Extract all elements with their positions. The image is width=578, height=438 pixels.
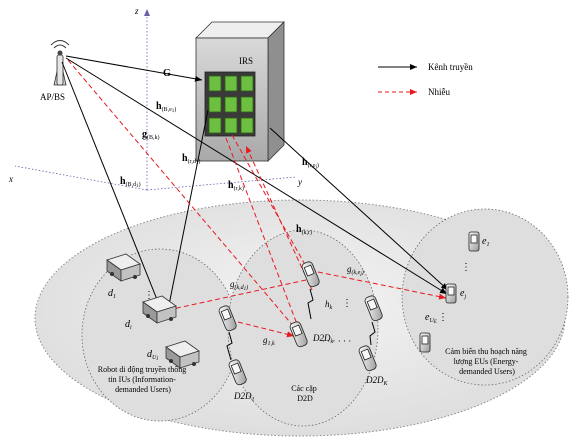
iu-group-ellipse xyxy=(81,248,239,422)
label-hk: hk xyxy=(325,299,333,311)
phone-d2dk-rx-icon xyxy=(289,321,308,348)
z-axis-arrowhead xyxy=(144,9,150,16)
label-d2dK: D2DK xyxy=(365,375,389,387)
label-eue: eUE xyxy=(425,312,437,325)
d2d-group-ellipse xyxy=(227,229,379,427)
label-h-r-k: h(r,k) xyxy=(228,180,244,192)
ap-antenna-icon xyxy=(50,40,70,86)
label-d2dk: D2Dk xyxy=(312,333,334,345)
iu-robot-di xyxy=(142,295,177,324)
phone-d2dK-tx-icon xyxy=(364,295,383,322)
label-g-B-k: g(B,k) xyxy=(142,129,160,141)
irs-panel xyxy=(195,21,285,162)
irs-label: IRS xyxy=(239,56,253,66)
label-g-k-ej: g(k,ej) xyxy=(347,264,364,277)
sensor-ej-icon xyxy=(445,283,457,304)
axis-y-label: y xyxy=(297,177,302,187)
d2d-dots-v: ⋮ xyxy=(342,298,352,309)
d2d-phones xyxy=(218,261,383,386)
label-d1: d1 xyxy=(108,288,116,300)
phone-d2dk-tx-icon xyxy=(301,261,320,288)
iu-caption: Robot di động truyền thông tin IUs (Info… xyxy=(98,365,188,394)
iu-vdots: ⋮ xyxy=(144,290,154,301)
eu-vdots-1: ⋮ xyxy=(461,262,471,273)
label-h-r-d1: h(r,d1) xyxy=(182,153,200,166)
d2d-caption: Các cặp D2D xyxy=(291,384,319,403)
irs-elements xyxy=(208,75,254,134)
label-dui: dUI xyxy=(147,349,158,362)
label-h-r-ej: h(r,ej) xyxy=(302,157,319,170)
label-g1k: g1,k xyxy=(263,335,275,347)
legend-interference-label: Nhiễu xyxy=(428,87,450,97)
label-h-k-r: h(k,r) xyxy=(296,224,312,236)
label-h-B-d1: h(B,d1) xyxy=(120,176,141,189)
interference-links xyxy=(67,59,447,338)
label-di: di xyxy=(125,319,132,331)
phone-d2d1-rx-icon xyxy=(228,359,247,386)
axis-x-label: x xyxy=(8,174,13,184)
sensor-eue-icon xyxy=(419,332,431,353)
legend-channel-label: Kênh truyền xyxy=(428,62,473,72)
channel-links xyxy=(61,55,449,313)
label-g-k-d1: g(k,d1) xyxy=(230,279,248,292)
label-h-B-e1: h(B,e1) xyxy=(156,101,176,114)
d2d-dots-h: · · · · · · xyxy=(322,336,351,346)
ap-label: AP/BS xyxy=(40,92,65,102)
eu-group-ellipse xyxy=(401,208,569,386)
eu-vdots-2: ⋮ xyxy=(438,312,448,323)
coordinate-axes xyxy=(14,14,297,191)
axis-z-label: z xyxy=(134,6,139,16)
sensor-e1-icon xyxy=(468,231,480,252)
iu-robot-dui xyxy=(165,340,200,369)
d2d-pair-links xyxy=(226,288,376,361)
eu-sensors xyxy=(419,231,480,353)
iu-robot-d1 xyxy=(106,253,141,282)
label-e1: e1 xyxy=(482,236,489,248)
eu-caption: Cảm biến thu hoạch năng lượng EUs (Energ… xyxy=(445,347,529,376)
label-ej: ej xyxy=(460,288,466,300)
phone-d2d1-tx-icon xyxy=(218,305,237,332)
phone-d2dK-rx-icon xyxy=(358,345,377,372)
label-d2d1: D2D1 xyxy=(233,391,255,403)
label-G: G xyxy=(163,68,171,79)
